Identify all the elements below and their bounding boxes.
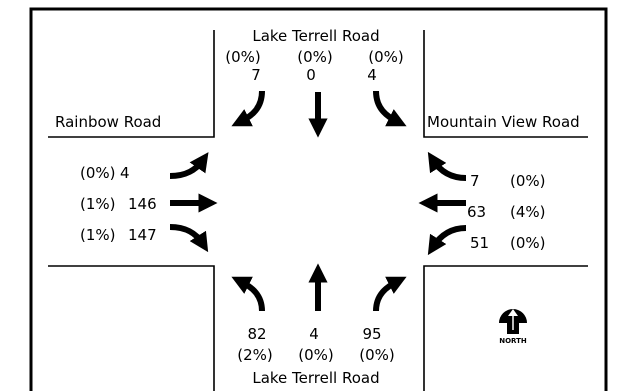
north-left-percent: (0%) xyxy=(368,48,404,66)
north-through-volume: 0 xyxy=(306,66,316,84)
south-through-percent: (0%) xyxy=(298,346,334,364)
road-name-west: Rainbow Road xyxy=(55,113,161,131)
north-arrow-icon: NORTH xyxy=(499,309,527,345)
west-right-arrow xyxy=(169,224,209,253)
south-right-arrow xyxy=(373,276,407,312)
south-right-percent: (0%) xyxy=(359,346,395,364)
east-through-volume: 63 xyxy=(467,203,486,221)
diagram-frame xyxy=(29,7,608,391)
north-left-arrow xyxy=(373,90,407,127)
north-through-percent: (0%) xyxy=(297,48,333,66)
east-right-volume: 7 xyxy=(470,172,480,190)
north-left-volume: 4 xyxy=(367,66,377,84)
road-edge-sw xyxy=(48,265,215,391)
south-left-volume: 82 xyxy=(247,325,266,343)
north-right-percent: (0%) xyxy=(225,48,261,66)
south-left-percent: (2%) xyxy=(237,346,273,364)
west-through-percent: (1%) xyxy=(80,195,116,213)
east-right-arrow xyxy=(427,151,467,181)
road-edge-nw xyxy=(48,30,215,138)
west-through-volume: 146 xyxy=(128,195,157,213)
west-left-percent: (0%) xyxy=(80,164,116,182)
south-left-arrow xyxy=(231,276,265,312)
east-through-percent: (4%) xyxy=(510,203,546,221)
road-edge-se xyxy=(423,265,588,391)
road-name-north: Lake Terrell Road xyxy=(252,27,379,45)
south-through-volume: 4 xyxy=(309,325,319,343)
east-right-percent: (0%) xyxy=(510,172,546,190)
road-name-east: Mountain View Road xyxy=(427,113,580,131)
east-left-volume: 51 xyxy=(470,234,489,252)
west-left-volume: 4 xyxy=(120,164,130,182)
west-left-arrow xyxy=(169,152,209,179)
east-left-percent: (0%) xyxy=(510,234,546,252)
west-right-volume: 147 xyxy=(128,226,157,244)
south-right-volume: 95 xyxy=(362,325,381,343)
north-right-volume: 7 xyxy=(251,66,261,84)
road-edge-ne xyxy=(423,30,588,138)
road-name-south: Lake Terrell Road xyxy=(252,369,379,387)
east-left-arrow xyxy=(427,225,467,256)
north-right-arrow xyxy=(231,90,265,127)
north-arrow-label: NORTH xyxy=(499,337,527,345)
west-right-percent: (1%) xyxy=(80,226,116,244)
